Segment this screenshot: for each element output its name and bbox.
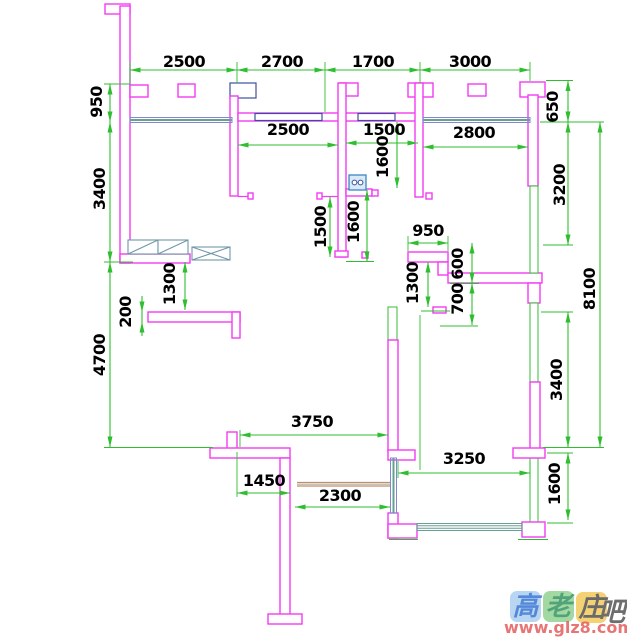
- dim-label: 1300: [160, 262, 179, 306]
- dim-label: 2500: [162, 52, 206, 71]
- dim-label: 3400: [90, 167, 109, 211]
- lintel-beam: [237, 112, 421, 122]
- wall-column-b: [467, 83, 487, 97]
- dim-label: 8100: [580, 267, 599, 311]
- window-top-left: [129, 117, 233, 123]
- wardrobe-symbols: [127, 239, 231, 261]
- walls-group: [104, 3, 548, 625]
- dim-label: 1300: [403, 261, 422, 305]
- wall-closet: [147, 311, 241, 339]
- dim-label: 1500: [362, 120, 406, 139]
- dim-label: 2500: [266, 120, 310, 139]
- window-bedroom-vertical: [390, 457, 397, 514]
- dim-label: 1600: [344, 200, 363, 244]
- wall-entry: [229, 82, 257, 200]
- dim-label: 3000: [448, 52, 492, 71]
- dim-label: 700: [448, 283, 467, 315]
- wall-right-lower: [512, 185, 548, 540]
- windows-group: [129, 117, 531, 531]
- dim-label: 1500: [311, 205, 330, 249]
- wall-middle: [387, 306, 418, 540]
- window-balcony-tan: [297, 481, 390, 487]
- dim-label: 3400: [547, 358, 566, 402]
- window-top-right: [422, 117, 531, 123]
- dim-label: 950: [87, 86, 106, 118]
- dim-label: 1600: [545, 462, 564, 506]
- dim-label: 1600: [373, 135, 392, 179]
- wall-hall: [407, 82, 434, 200]
- dim-label: 3200: [550, 163, 569, 207]
- dim-label: 650: [543, 91, 562, 123]
- dim-label: 3750: [290, 412, 334, 431]
- dim-label: 600: [448, 248, 467, 280]
- dim-label: 2300: [318, 486, 362, 505]
- dim-label: 950: [412, 221, 444, 240]
- dim-label: 3250: [442, 449, 486, 468]
- dim-label: 200: [116, 296, 135, 328]
- wall-column-a: [177, 83, 196, 98]
- dim-label: 4700: [90, 333, 109, 377]
- dim-label: 2800: [452, 123, 496, 142]
- window-bedroom-bottom: [416, 523, 523, 531]
- dim-label: 1450: [242, 471, 286, 490]
- dim-label: 1700: [351, 52, 395, 71]
- dim-label: 2700: [260, 52, 304, 71]
- wall-entry-bottom: [209, 431, 303, 625]
- wall-left: [104, 3, 191, 264]
- wall-kitchen: [316, 82, 379, 259]
- wall-right-top: [519, 81, 546, 187]
- stove-icon: [348, 174, 367, 191]
- dimension-lines: [107, 67, 603, 520]
